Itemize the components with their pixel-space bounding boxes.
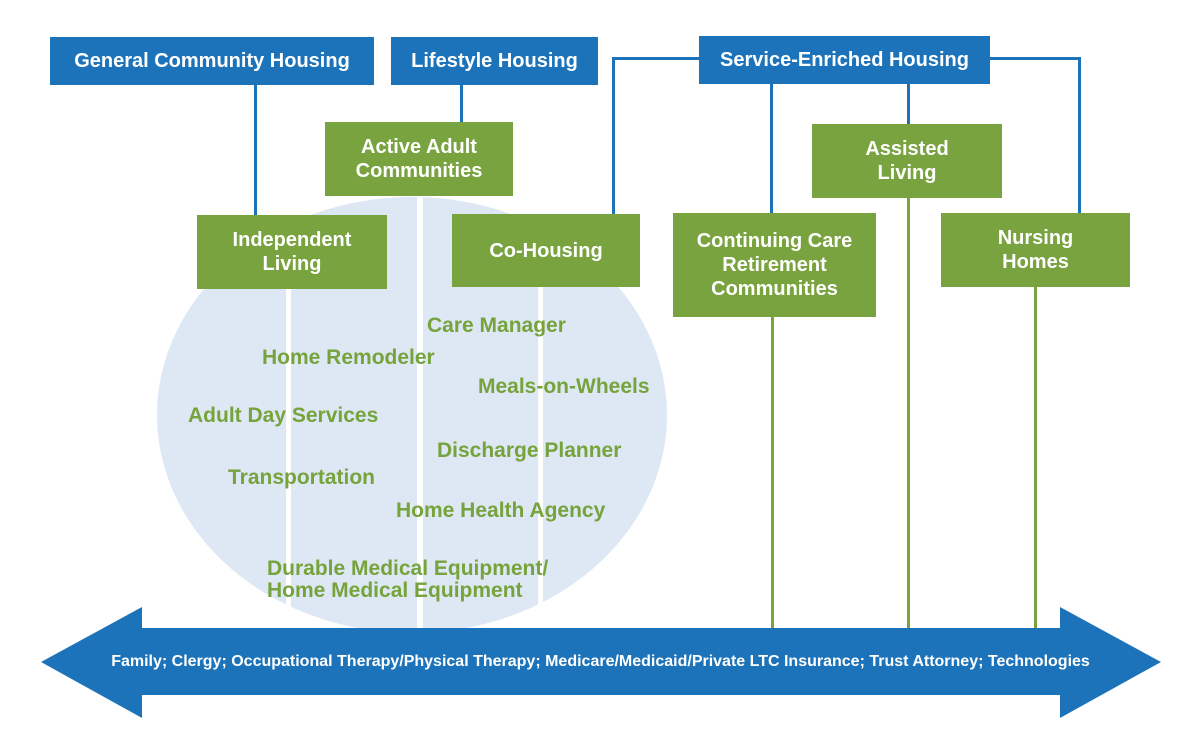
connector-lifestyle-to-active-adult [460,85,463,122]
support-arrow-label: Family; Clergy; Occupational Therapy/Phy… [111,652,1090,670]
connector-service-enriched-left-horizontal [612,57,699,60]
service-home-health-agency: Home Health Agency [396,499,606,522]
connector-service-enriched-to-co-housing [612,57,615,214]
connector-service-enriched-to-ccrc [770,84,773,213]
support-arrow: Family; Clergy; Occupational Therapy/Phy… [111,628,1090,695]
service-discharge-planner: Discharge Planner [437,439,622,462]
box-active-adult-communities: Active Adult Communities [325,122,513,196]
support-arrow-right-head [1060,607,1161,718]
circle-divider-right [538,197,543,633]
box-co-housing: Co-Housing [452,214,640,287]
box-nursing-homes: Nursing Homes [941,213,1130,287]
circle-divider-center [417,197,423,633]
connector-service-enriched-right-horizontal [990,57,1080,60]
box-assisted-living: Assisted Living [812,124,1002,198]
connector-service-enriched-to-assisted-living [907,84,910,124]
connector-service-enriched-to-nursing-homes [1078,57,1081,213]
connector-nursing-homes-to-arrow [1034,287,1037,630]
service-meals-on-wheels: Meals-on-Wheels [478,375,650,398]
service-durable-medical-equipment: Durable Medical Equipment/ Home Medical … [267,557,549,602]
service-care-manager: Care Manager [427,314,566,337]
box-service-enriched-housing: Service-Enriched Housing [699,36,990,84]
connector-ccrc-to-arrow [771,317,774,630]
box-lifestyle-housing: Lifestyle Housing [391,37,598,85]
box-continuing-care-retirement-communities: Continuing Care Retirement Communities [673,213,876,317]
service-adult-day-services: Adult Day Services [188,404,379,427]
connector-assisted-living-to-arrow [907,198,910,630]
service-transportation: Transportation [228,466,376,489]
connector-general-to-independent [254,85,257,215]
box-independent-living: Independent Living [197,215,387,289]
box-general-community-housing: General Community Housing [50,37,374,85]
circle-divider-left [286,197,291,633]
support-arrow-left-head [41,607,142,718]
service-home-remodeler: Home Remodeler [262,346,435,369]
